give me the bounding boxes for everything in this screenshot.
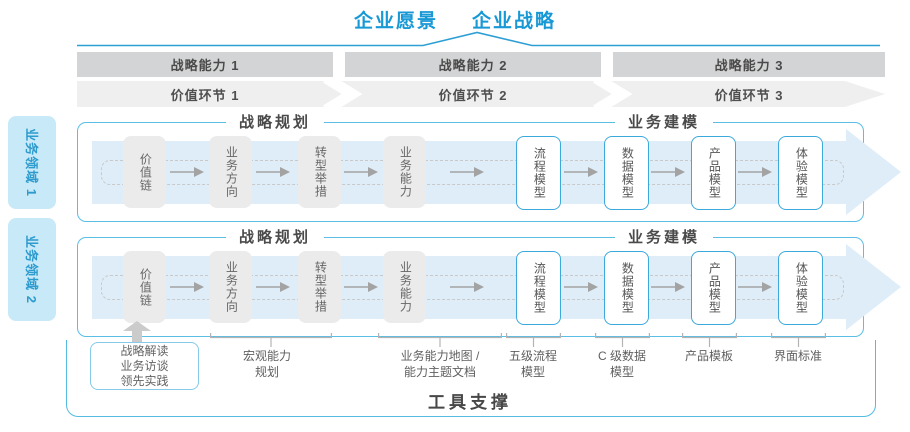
annotation-c-level-data: C 级数据 模型 [597,349,647,379]
tool-support-container [66,340,876,417]
node-product-model: 产品模型 [691,136,736,210]
band-chevron-separator-2 [593,73,633,115]
domain-tag-2-label: 业务领域 2 [23,235,39,304]
node-value-chain: 价值链 [123,251,166,323]
node-process-model: 流程模型 [516,136,561,210]
capability-bar-1: 战略能力 1 [77,52,333,77]
tool-support-title: 工具支撑 [428,393,512,412]
node-transformation-initiative: 转型举措 [298,136,341,208]
capability-bar-2: 战略能力 2 [345,52,601,77]
brace-data-model [595,333,650,347]
title-brace-line [77,31,880,47]
page-title: 企业愿景 企业战略 [0,6,910,33]
node-business-capability: 业务能力 [383,251,426,323]
brace-ui-standard [771,333,826,347]
annotation-capability-map: 业务能力地图 / 能力主题文档 [400,349,480,379]
node-value-chain: 价值链 [123,136,166,208]
brace-product-template [682,333,737,347]
brace-process-model [506,333,561,347]
value-chain-band [77,81,885,107]
node-business-direction: 业务方向 [209,136,252,208]
value-link-2: 价值环节 2 [438,87,508,103]
node-product-model: 产品模型 [691,251,736,325]
node-data-model: 数据模型 [604,136,649,210]
annotation-product-template: 产品模板 [684,349,734,363]
practice-note-box: 战略解读 业务访谈 领先实践 [90,342,199,390]
header-business-modeling: 业务建模 [614,228,714,247]
band-chevron-separator-1 [323,73,363,115]
brace-macro-capability [210,333,332,347]
title-vision: 企业愿景 [353,11,438,32]
header-strategic-planning: 战略规划 [225,228,325,247]
node-transformation-initiative: 转型举措 [298,251,341,323]
header-strategic-planning: 战略规划 [225,113,325,132]
domain-tag-1-label: 业务领域 1 [23,128,39,197]
header-business-modeling: 业务建模 [614,113,714,132]
annotation-macro-capability: 宏观能力 规划 [242,349,292,379]
value-link-3: 价值环节 3 [714,87,784,103]
swimlane-domain-2: 价值链 业务方向 转型举措 业务能力 流程模型 数据模型 产品模型 体验模型 战… [77,228,901,337]
brace-capability-map [378,333,502,347]
value-link-1: 价值环节 1 [170,87,240,103]
capability-bar-3: 战略能力 3 [613,52,885,77]
node-data-model: 数据模型 [604,251,649,325]
dashed-track [101,275,844,300]
swimlane-domain-1: 价值链 业务方向 转型举措 业务能力 流程模型 数据模型 产品模型 体验模型 战… [77,113,901,222]
annotation-ui-standard: 界面标准 [773,349,823,363]
node-business-direction: 业务方向 [209,251,252,323]
up-arrow-icon [123,321,151,342]
title-strategy: 企业战略 [472,11,557,32]
dashed-track [101,160,844,185]
node-experience-model: 体验模型 [778,136,823,210]
domain-tag-2: 业务领域 2 [8,218,56,321]
domain-tag-1: 业务领域 1 [8,116,56,209]
node-process-model: 流程模型 [516,251,561,325]
node-business-capability: 业务能力 [383,136,426,208]
node-experience-model: 体验模型 [778,251,823,325]
annotation-five-level-process: 五级流程 模型 [508,349,558,379]
